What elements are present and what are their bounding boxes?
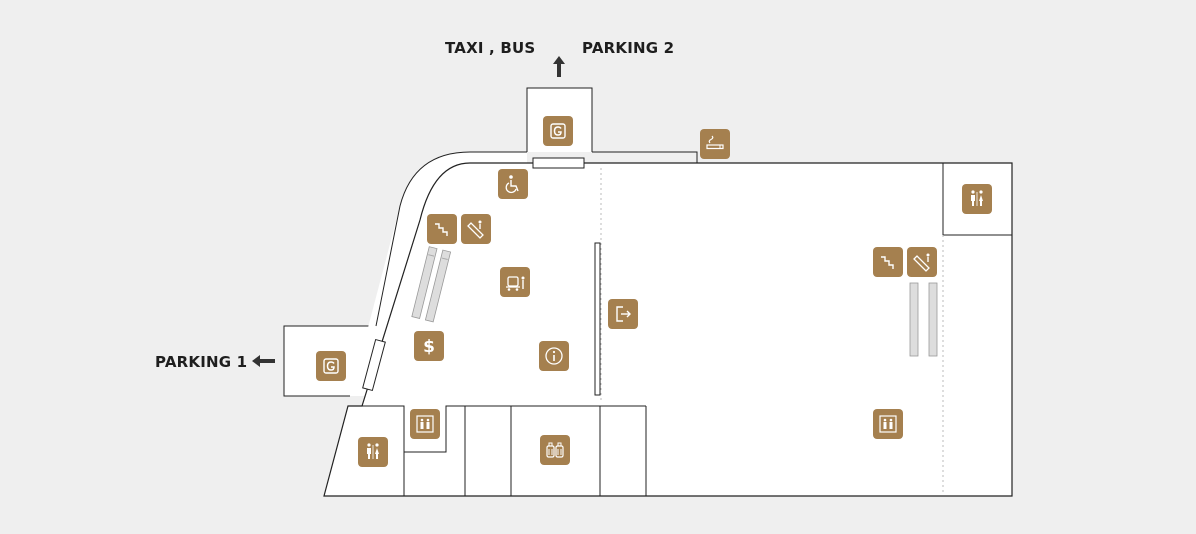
stairs-icon[interactable] bbox=[873, 247, 903, 277]
information-icon[interactable] bbox=[539, 341, 569, 371]
smoking-corridor bbox=[592, 151, 698, 163]
escalator-left bbox=[411, 246, 452, 323]
elevator-icon[interactable] bbox=[873, 409, 903, 439]
escalator-icon[interactable] bbox=[907, 247, 937, 277]
partition-wall bbox=[594, 242, 601, 396]
smoking-area-icon[interactable] bbox=[700, 129, 730, 159]
arrow-up-icon bbox=[553, 56, 565, 77]
left-door bbox=[362, 338, 386, 392]
baggage-cart-icon[interactable] bbox=[500, 267, 530, 297]
wheelchair-icon[interactable] bbox=[498, 169, 528, 199]
gate-g-icon[interactable] bbox=[543, 116, 573, 146]
gate-g-icon[interactable] bbox=[316, 351, 346, 381]
currency-exchange-icon[interactable]: $ bbox=[414, 331, 444, 361]
restroom-icon[interactable] bbox=[962, 184, 992, 214]
taxi-bus-label: TAXI , BUS bbox=[445, 39, 536, 57]
parking-2-label: PARKING 2 bbox=[582, 39, 675, 57]
top-door bbox=[532, 157, 585, 169]
elevator-icon[interactable] bbox=[410, 409, 440, 439]
main-hall bbox=[323, 162, 1013, 497]
stairs-icon[interactable] bbox=[427, 214, 457, 244]
elevator-room-left bbox=[403, 405, 466, 496]
svg-text:$: $ bbox=[423, 337, 435, 357]
escalator-icon[interactable] bbox=[461, 214, 491, 244]
restroom-icon[interactable] bbox=[358, 437, 388, 467]
lockers-icon[interactable] bbox=[540, 435, 570, 465]
arrow-left-icon bbox=[252, 355, 275, 367]
parking-1-label: PARKING 1 bbox=[155, 353, 248, 371]
emergency-exit-icon[interactable] bbox=[608, 299, 638, 329]
escalator-right bbox=[909, 282, 938, 357]
